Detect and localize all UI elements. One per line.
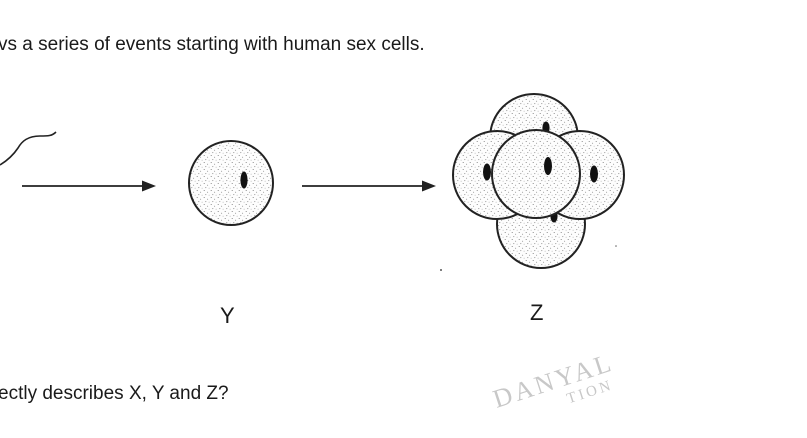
label-y: Y: [220, 303, 235, 328]
cell-z-center: [491, 129, 581, 219]
nucleus-y: [240, 171, 248, 189]
label-z: Z: [530, 300, 544, 325]
question-prompt-text: ectly describes X, Y and Z?: [0, 383, 229, 404]
arrow-y-to-z: [302, 180, 436, 192]
arrow-x-to-y: [22, 180, 156, 192]
question-intro-text: vs a series of events starting with huma…: [0, 34, 425, 55]
sperm-tail: [0, 131, 57, 166]
cell-y: [188, 140, 274, 226]
cell-cluster-z: [452, 93, 625, 269]
